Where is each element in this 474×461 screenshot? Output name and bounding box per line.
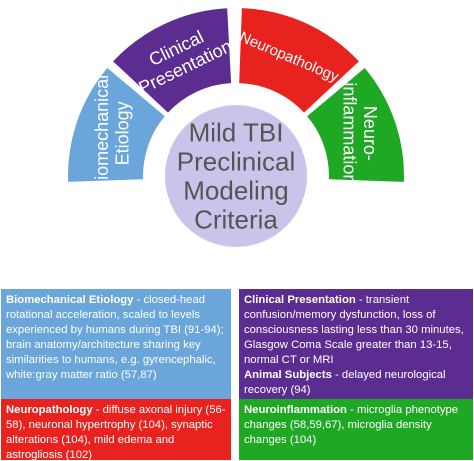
center-circle (165, 105, 307, 247)
biomechanical-etiology-heading: Biomechanical Etiology (6, 294, 134, 306)
biomechanical-etiology-box: Biomechanical Etiology - closed-head rot… (1, 289, 231, 404)
biomechanical-label: BiomechanicalEtiology (92, 75, 133, 192)
biomechanical-etiology-text: - closed-head rotational acceleration, s… (6, 294, 224, 381)
neuropathology-text: - diffuse axonal injury (56-58), neurona… (6, 404, 226, 460)
clinical-segment (113, 8, 232, 113)
neuroinflammation-segment (307, 68, 405, 182)
neuroinflammation-text: - microglia phenotype changes (58,59,67)… (244, 404, 459, 446)
neuroinflammation-heading: Neuroinflammation (244, 404, 347, 416)
neuropathology-segment (239, 8, 359, 113)
animal-subjects-text: - delayed neurological recovery (94) (244, 369, 446, 396)
clinical-presentation-box: Clinical Presentation - transient confus… (239, 289, 473, 404)
clinical-presentation-text: - transient confusion/memory dysfunction… (244, 294, 464, 366)
neuroinflammation-label: Neuro-inflammation (339, 82, 380, 184)
criteria-wheel: BiomechanicalEtiologyClinicalPresentatio… (67, 8, 405, 247)
neuropathology-box: Neuropathology - diffuse axonal injury (… (1, 399, 231, 460)
biomechanical-segment (67, 68, 165, 182)
animal-subjects-heading: Animal Subjects (244, 369, 332, 381)
neuropathology-heading: Neuropathology (6, 404, 93, 416)
clinical-presentation-heading: Clinical Presentation (244, 294, 356, 306)
neuroinflammation-box: Neuroinflammation - microglia phenotype … (239, 399, 473, 460)
